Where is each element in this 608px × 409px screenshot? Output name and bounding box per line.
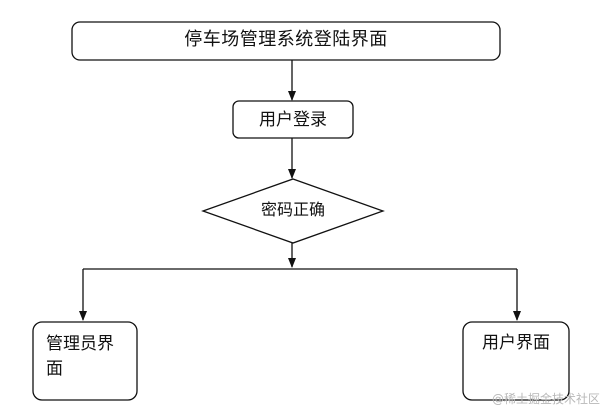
user-box	[462, 321, 570, 401]
login-box	[232, 100, 354, 139]
user-node-label: 用户界面	[482, 333, 550, 353]
decision-diamond	[201, 178, 385, 244]
admin-node-label: 管理员界面	[46, 334, 114, 379]
title-box	[71, 21, 501, 61]
watermark: @稀土掘金技术社区	[491, 392, 600, 406]
login-node-label: 用户登录	[259, 110, 327, 130]
title-node-label: 停车场管理系统登陆界面	[184, 29, 388, 50]
decision-node-label: 密码正确	[260, 200, 325, 219]
admin-box	[32, 321, 138, 401]
